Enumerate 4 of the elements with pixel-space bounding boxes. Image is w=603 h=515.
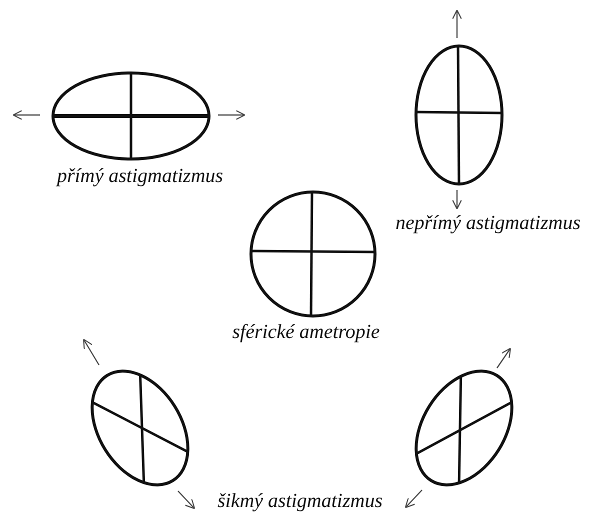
caption: šikmý astigmatizmus [218, 491, 382, 511]
node-label: nepřímý astigmatizmus [396, 213, 580, 233]
node-label: přímý astigmatizmus [56, 166, 224, 186]
node-label: sférické ametropie [232, 322, 380, 342]
